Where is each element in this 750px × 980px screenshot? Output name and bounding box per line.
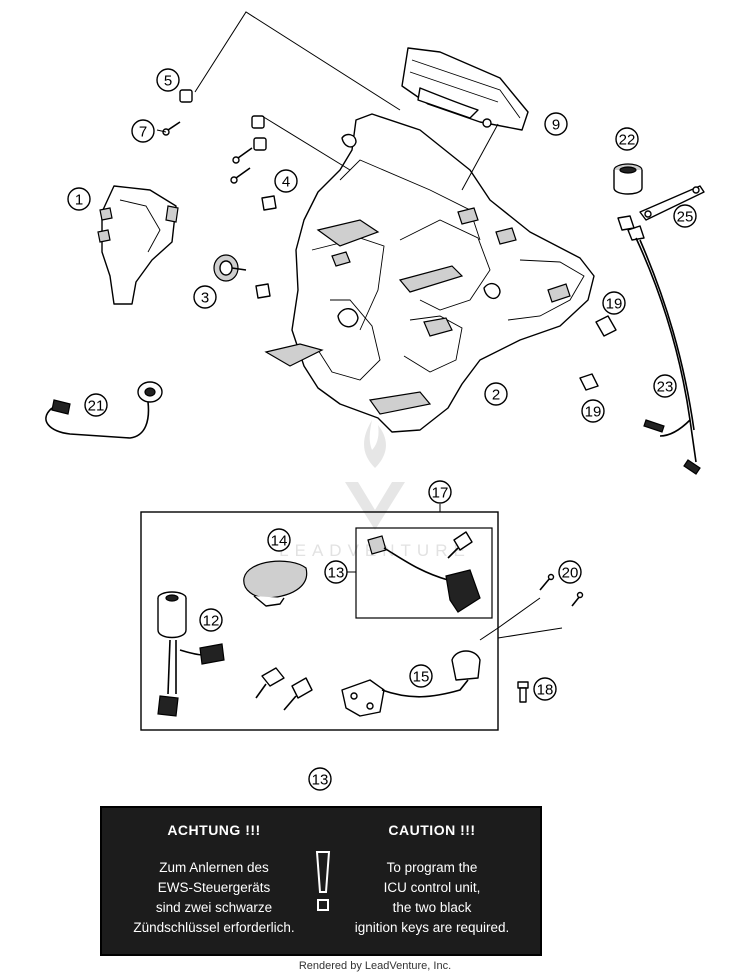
svg-text:13: 13 [328, 565, 345, 582]
callout-5: 5 [156, 68, 180, 92]
part-power-socket[interactable] [613, 163, 643, 195]
callout-19-bottom: 19 [581, 399, 605, 423]
caution-label: ACHTUNG !!! Zum Anlernen des EWS-Steuerg… [100, 806, 542, 956]
ignition-kit-box [140, 511, 499, 731]
callout-18: 18 [533, 677, 557, 701]
caution-line-de: Zum Anlernen des [159, 860, 269, 875]
caution-heading-de: ACHTUNG !!! [167, 822, 261, 838]
part-spacers-screws[interactable] [162, 89, 267, 184]
part-wiring-harness[interactable] [617, 215, 701, 475]
callout-15: 15 [409, 664, 433, 688]
part-side-cover[interactable] [97, 185, 179, 305]
part-programming-cable[interactable] [367, 535, 481, 613]
svg-text:25: 25 [677, 209, 694, 226]
caution-line-en: the two black [392, 900, 472, 915]
svg-text:5: 5 [164, 73, 172, 90]
svg-text:18: 18 [537, 682, 554, 699]
svg-text:22: 22 [619, 132, 636, 149]
svg-text:19: 19 [606, 296, 623, 313]
callout-14: 14 [267, 528, 291, 552]
caution-line-en: To program the [386, 860, 478, 875]
caution-line-de: sind zwei schwarze [155, 900, 273, 915]
svg-text:23: 23 [657, 379, 674, 396]
part-adjuster-knob[interactable] [213, 254, 247, 282]
callout-25: 25 [673, 204, 697, 228]
svg-text:9: 9 [552, 117, 560, 134]
caution-german: ACHTUNG !!! Zum Anlernen des EWS-Steuerg… [114, 822, 314, 938]
caution-line-en: ignition keys are required. [354, 920, 510, 935]
part-clip-nuts[interactable] [255, 195, 277, 299]
caution-line-en: ICU control unit, [383, 880, 481, 895]
callout-21: 21 [84, 393, 108, 417]
part-instrument-cluster[interactable] [401, 47, 529, 131]
callout-12: 12 [199, 608, 223, 632]
svg-text:20: 20 [562, 565, 579, 582]
svg-text:7: 7 [139, 124, 147, 141]
callout-1: 1 [67, 187, 91, 211]
part-antenna-receiver[interactable] [341, 650, 481, 717]
svg-text:13: 13 [312, 772, 329, 789]
part-ignition-cover[interactable] [243, 560, 308, 607]
part-sensor-cable[interactable] [45, 381, 163, 439]
callout-23: 23 [653, 374, 677, 398]
footer-credit: Rendered by LeadVenture, Inc. [298, 960, 452, 972]
key-programming-subbox [355, 527, 493, 619]
svg-text:1: 1 [75, 192, 83, 209]
part-screws-20[interactable] [539, 573, 584, 607]
svg-text:21: 21 [88, 398, 105, 415]
svg-text:4: 4 [282, 174, 290, 191]
svg-text:12: 12 [203, 613, 220, 630]
callout-22: 22 [615, 127, 639, 151]
callout-7: 7 [131, 119, 155, 143]
callout-17: 17 [428, 480, 452, 504]
svg-text:14: 14 [271, 533, 288, 550]
part-headlight-mask[interactable] [264, 113, 595, 433]
callout-20: 20 [558, 560, 582, 584]
caution-english: CAUTION !!! To program the ICU control u… [332, 822, 532, 938]
leader-lines [156, 11, 563, 641]
part-ignition-lock[interactable] [157, 591, 225, 717]
callout-13-kit: 13 [324, 560, 348, 584]
callout-9: 9 [544, 112, 568, 136]
part-rubber-buffers[interactable] [579, 315, 617, 391]
exclamation-icon [315, 851, 331, 911]
callout-3: 3 [193, 285, 217, 309]
svg-text:3: 3 [201, 290, 209, 307]
caution-heading-en: CAUTION !!! [388, 822, 476, 838]
callout-19-top: 19 [602, 291, 626, 315]
callout-2: 2 [484, 382, 508, 406]
svg-text:17: 17 [432, 485, 449, 502]
part-pin[interactable] [517, 681, 529, 703]
svg-text:19: 19 [585, 404, 602, 421]
svg-text:15: 15 [413, 669, 430, 686]
part-ignition-keys[interactable] [255, 531, 473, 711]
caution-line-de: EWS-Steuergeräts [157, 880, 271, 895]
callout-13-label: 13 [308, 767, 332, 791]
callout-4: 4 [274, 169, 298, 193]
caution-line-de: Zündschlüssel erforderlich. [133, 920, 295, 935]
svg-text:2: 2 [492, 387, 500, 404]
part-bracket[interactable] [639, 185, 705, 221]
